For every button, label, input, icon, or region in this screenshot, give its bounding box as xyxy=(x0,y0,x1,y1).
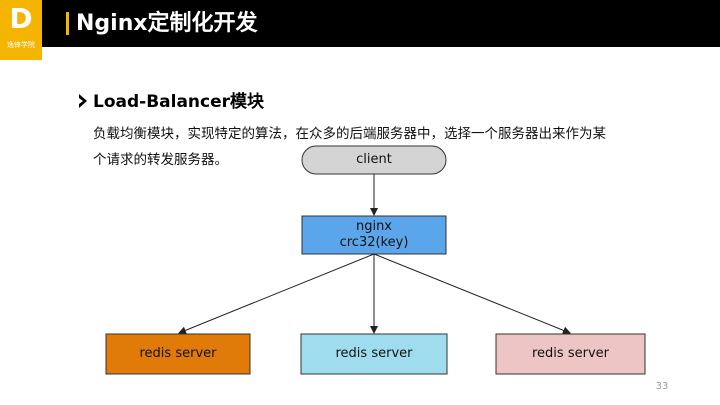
logo-text: 逸锋学院 xyxy=(7,41,35,49)
redis-server-label-1: redis server xyxy=(139,346,217,361)
arrow-bullet-icon xyxy=(79,94,87,108)
redis-server-node-1 xyxy=(105,333,251,375)
redis-server-label-2: redis server xyxy=(335,346,413,361)
redis-server-node-2 xyxy=(300,333,448,375)
nginx-label-line2: crc32(key) xyxy=(339,235,409,250)
header-bar xyxy=(0,0,720,47)
arrow-nginx-to-server-1 xyxy=(178,253,375,335)
logo-glyph: D xyxy=(9,2,33,35)
description-line-1: 负载均衡模块，实现特定的算法，在众多的后端服务器中，选择一个服务器出来作为某 xyxy=(93,126,606,142)
page-title: Nginx定制化开发 xyxy=(76,11,258,36)
redis-server-label-3: redis server xyxy=(532,346,609,361)
arrow-nginx-to-server-3 xyxy=(373,253,571,335)
brand-logo: D 逸锋学院 xyxy=(0,0,42,60)
title-accent-bar xyxy=(66,12,69,35)
client-label: client xyxy=(356,152,392,167)
page-number: 33 xyxy=(655,381,669,392)
nginx-label-line1: nginx xyxy=(355,219,393,234)
redis-server-node-3 xyxy=(495,333,646,375)
section-description: 负载均衡模块，实现特定的算法，在众多的后端服务器中，选择一个服务器出来作为某 个… xyxy=(93,121,653,173)
description-line-2: 个请求的转发服务器。 xyxy=(93,152,228,168)
section-title: Load-Balancer模块 xyxy=(93,92,265,112)
